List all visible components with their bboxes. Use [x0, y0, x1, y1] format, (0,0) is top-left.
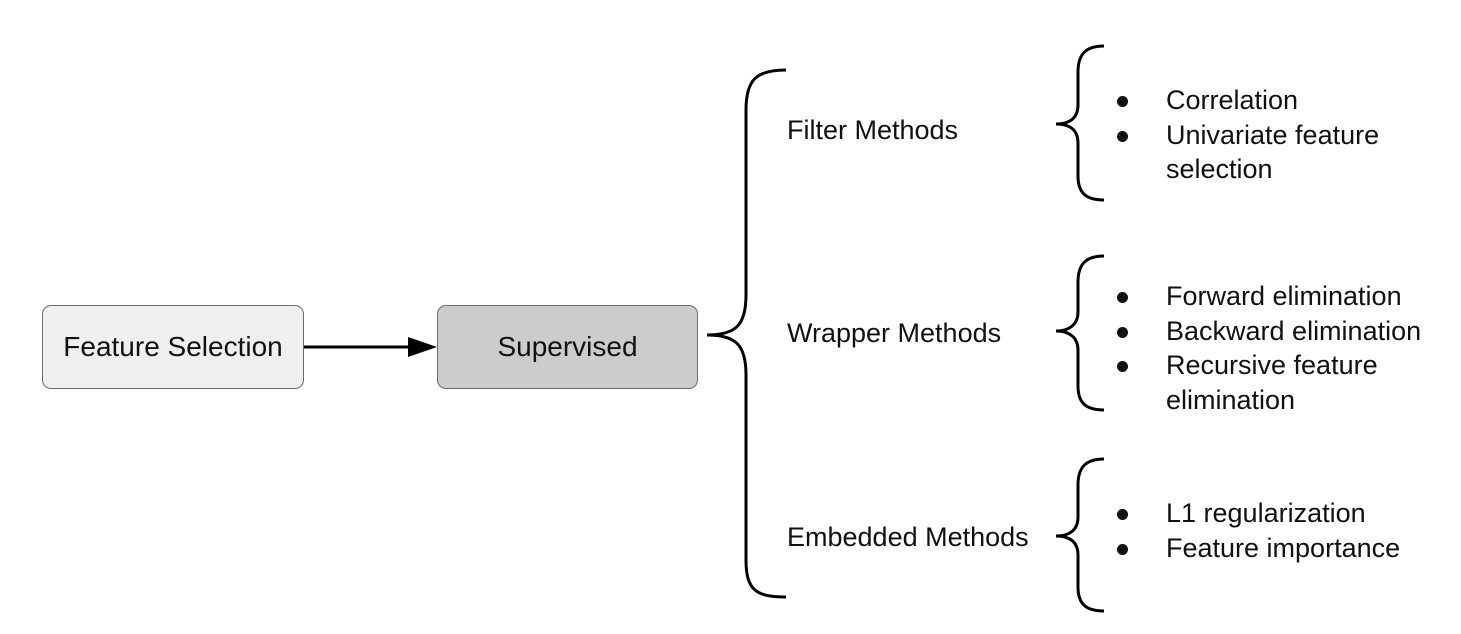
- list-item-text: Backward elimination: [1166, 315, 1422, 346]
- list-item: Univariate feature selection: [1108, 118, 1379, 187]
- list-item: Backward elimination: [1108, 314, 1421, 349]
- list-item: Feature importance: [1108, 531, 1400, 566]
- list-item-text: Feature importance: [1166, 532, 1401, 563]
- supervised-label: Supervised: [497, 331, 638, 362]
- list-item-text: Univariate feature selection: [1166, 119, 1380, 185]
- embedded-brace: [1055, 457, 1105, 613]
- embedded-methods-label: Embedded Methods: [787, 522, 1029, 552]
- bullet-icon: [1117, 130, 1128, 142]
- filter-brace: [1055, 44, 1105, 202]
- bullet-icon: [1117, 326, 1128, 338]
- wrapper-brace: [1055, 254, 1105, 412]
- wrapper-methods-label: Wrapper Methods: [787, 318, 1002, 348]
- bullet-icon: [1117, 96, 1128, 107]
- bullet-icon: [1117, 292, 1128, 303]
- main-brace: [706, 68, 787, 599]
- list-item-text: L1 regularization: [1166, 498, 1366, 528]
- supervised-node: Supervised: [437, 305, 698, 389]
- filter-methods-label: Filter Methods: [787, 115, 959, 145]
- filter-methods-list: Correlation Univariate feature selection: [1108, 83, 1379, 187]
- list-item: Recursive feature elimination: [1108, 348, 1421, 417]
- feature-selection-label: Feature Selection: [63, 331, 283, 362]
- list-item: Forward elimination: [1108, 279, 1421, 314]
- list-item-text: Correlation: [1166, 85, 1299, 115]
- list-item-text: Forward elimination: [1166, 281, 1402, 311]
- arrow-feature-to-supervised: [304, 337, 437, 357]
- bullet-icon: [1117, 361, 1128, 372]
- list-item-text: Recursive feature elimination: [1166, 350, 1378, 415]
- bullet-icon: [1117, 509, 1128, 520]
- wrapper-methods-list: Forward elimination Backward elimination…: [1108, 279, 1421, 417]
- embedded-methods-list: L1 regularization Feature importance: [1108, 496, 1400, 565]
- bullet-icon: [1117, 543, 1128, 555]
- list-item: L1 regularization: [1108, 496, 1400, 531]
- feature-selection-node: Feature Selection: [42, 305, 304, 389]
- list-item: Correlation: [1108, 83, 1379, 118]
